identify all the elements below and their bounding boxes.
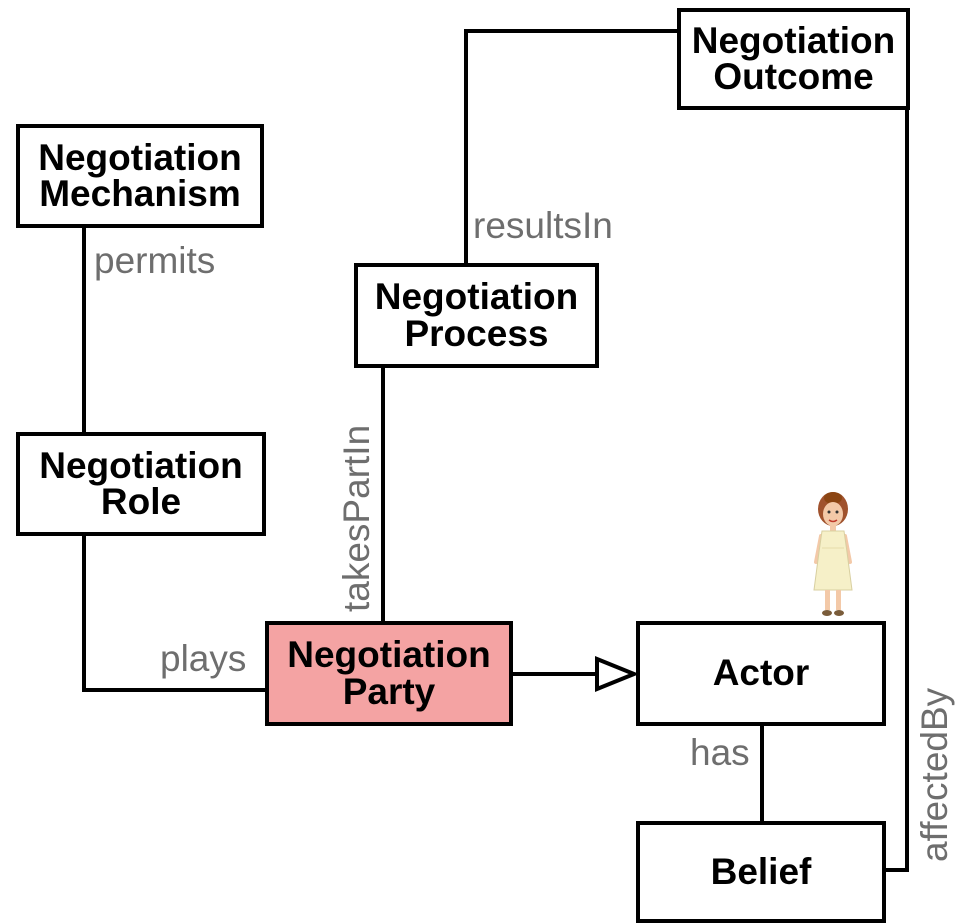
takes-part-in-label: takesPartIn [336,424,377,612]
plays-connector [82,532,267,692]
negotiation-party-box: Negotiation Party [265,621,513,726]
negotiation-outcome-box: Negotiation Outcome [677,8,910,110]
affected-by-label: affectedBy [914,687,955,862]
results-in-label: resultsIn [473,205,613,246]
has-label: has [690,732,750,773]
plays-label: plays [160,638,247,679]
affected-by-connector [882,105,909,872]
belief-box: Belief [636,821,886,923]
results-in-connector [464,29,682,268]
negotiation-role-box: Negotiation Role [16,432,266,536]
generalization-arrowhead [595,656,640,692]
actor-box: Actor [636,621,886,726]
woman-figure-icon [813,492,853,616]
negotiation-mechanism-box: Negotiation Mechanism [16,124,264,228]
permits-label: permits [94,240,216,281]
negotiation-process-box: Negotiation Process [354,263,599,368]
